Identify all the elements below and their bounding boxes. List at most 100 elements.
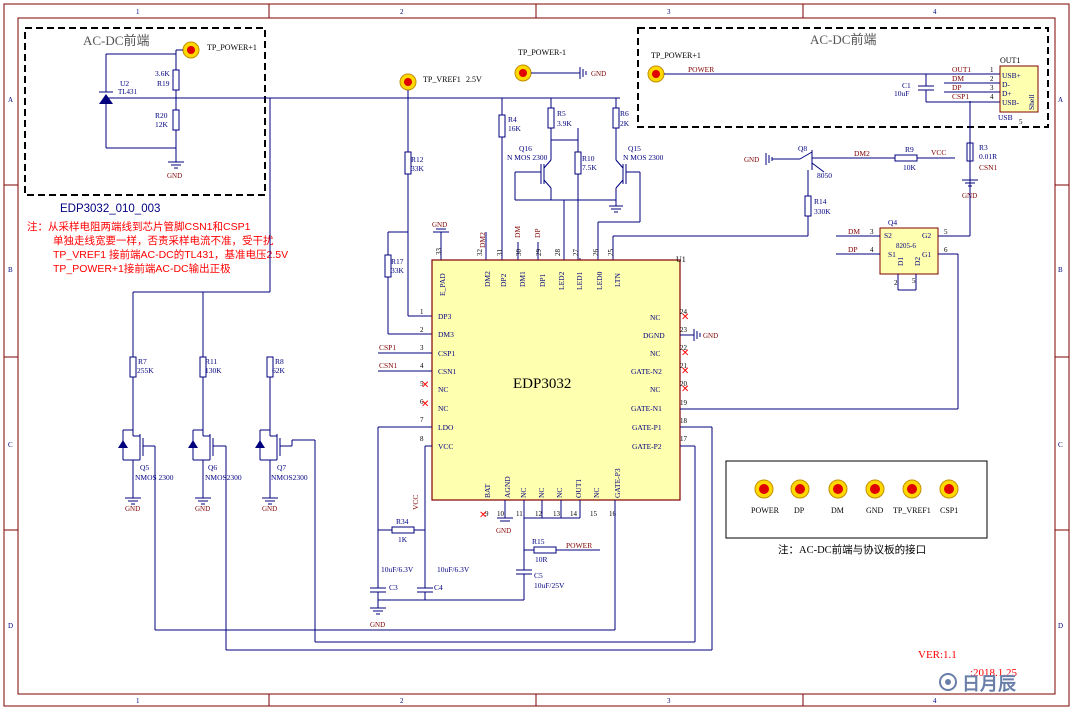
interface-panel: POWER DP DM GND TP_VREF1 CSP1 注：AC-DC前端与… <box>725 460 988 556</box>
col-label-2-bottom: 2 <box>400 697 404 705</box>
row-label-d-right: D <box>1058 622 1063 630</box>
pin-num-14: 14 <box>570 510 578 518</box>
resistor-r20 <box>172 109 180 131</box>
net-csp1-usb: CSP1 <box>952 92 969 101</box>
q7-ref: Q7 <box>277 463 286 472</box>
pin-nc-20: NC <box>650 385 660 394</box>
pin-num-19: 19 <box>680 399 688 407</box>
pin-num-28: 28 <box>554 249 562 257</box>
resistor-r10 <box>574 151 582 175</box>
resistor-r7 <box>129 356 137 378</box>
test-point-gnd[interactable]: GND <box>865 479 885 515</box>
pin-num-18: 18 <box>680 417 688 425</box>
resistor-r4 <box>498 114 506 138</box>
pin-num-11: 11 <box>516 510 523 518</box>
test-point-dp[interactable]: DP <box>790 479 810 515</box>
test-point-icon <box>833 484 843 494</box>
test-point-icon <box>944 484 954 494</box>
pin-e-pad: E_PAD <box>438 273 447 296</box>
no-connect-icon: ✕ <box>681 384 689 395</box>
tp-power-plus-label-right: TP_POWER+1 <box>651 51 701 60</box>
q7-value: NMOS2300 <box>271 473 308 482</box>
test-point-power[interactable]: POWER <box>751 479 780 515</box>
r14-value: 330K <box>814 207 831 216</box>
tp-vref-value: 2.5V <box>466 75 482 84</box>
r15-ref: R15 <box>532 537 545 546</box>
pin-num-26: 26 <box>592 249 600 257</box>
gnd-label-q7: GND <box>262 505 277 513</box>
col-label-2: 2 <box>400 8 404 16</box>
watermark-text: 日月辰 <box>962 674 1016 695</box>
resistor-r9 <box>894 154 918 162</box>
note-line-4: TP_POWER+1接前端AC-DC输出正极 <box>53 262 231 275</box>
q4-num-2: 2 <box>894 279 898 287</box>
r8-ref: R8 <box>275 357 284 366</box>
pin-num-7: 7 <box>420 416 424 424</box>
test-point-dm[interactable]: DM <box>828 479 848 515</box>
pin-num-12: 12 <box>535 510 543 518</box>
pin-num-21: 21 <box>680 362 688 370</box>
note-line-2: 单独走线宽要一样，否责采样电流不准，受干扰 <box>53 234 274 247</box>
pin-nc-13: NC <box>555 488 564 498</box>
q4-pin-g2: G2 <box>922 231 931 240</box>
pin-num-6: 6 <box>420 398 424 406</box>
test-point-icon <box>870 484 880 494</box>
ic-edp3032: EDP3032 U1 33 E_PAD 32 DM2 31 DP2 30 DM1… <box>378 248 959 650</box>
r3-ref: R3 <box>979 143 988 152</box>
r3-value: 0.01R <box>979 152 997 161</box>
r7-ref: R7 <box>138 357 147 366</box>
usb-footprint: USB <box>998 113 1013 122</box>
col-label-4: 4 <box>933 8 937 16</box>
pin-num-13: 13 <box>553 510 561 518</box>
pin-num-22: 22 <box>680 344 688 352</box>
tp-power-minus-label: TP_POWER-1 <box>518 48 566 57</box>
col-label-4-bottom: 4 <box>933 697 937 705</box>
pin-num-32: 32 <box>476 249 484 257</box>
q4-num-5b: 5 <box>912 277 916 285</box>
resistor-r5 <box>547 107 555 129</box>
r6-ref: R6 <box>620 109 629 118</box>
test-point-label: TP_VREF1 <box>893 506 931 515</box>
pin-num-20: 20 <box>680 380 688 388</box>
gnd-label-c3: GND <box>370 621 385 629</box>
net-out1: OUT1 <box>952 65 971 74</box>
u2-value: TL431 <box>118 88 138 96</box>
usb-pin-2: 2 <box>990 75 994 83</box>
q8-circuit: GND Q8 8050 DM2 R9 10K VCC R14 330K <box>744 144 955 236</box>
q6-value: NMOS2300 <box>205 473 242 482</box>
row-label-a-right: A <box>1058 96 1063 104</box>
q4-num-3: 3 <box>870 228 874 236</box>
q4-num-5: 5 <box>944 228 948 236</box>
pin-dp2: DP2 <box>499 273 508 287</box>
r4-ref: R4 <box>508 115 517 124</box>
pin-dm3: DM3 <box>438 330 454 339</box>
test-point-csp1[interactable]: CSP1 <box>939 479 959 515</box>
date-label: :2018.1.25 <box>970 667 1018 679</box>
no-connect-icon: ✕ <box>421 380 429 391</box>
pin-num-30: 30 <box>515 249 523 257</box>
test-point-vref[interactable]: TP_VREF1 <box>893 479 931 515</box>
r11-ref: R11 <box>205 357 217 366</box>
pin-num-33: 33 <box>435 248 443 256</box>
pin-csn1: CSN1 <box>438 367 457 376</box>
net-power-top: POWER <box>688 65 714 74</box>
pin-gate-p1: GATE-P1 <box>632 423 662 432</box>
test-point-label: GND <box>866 506 884 515</box>
left-block-title: AC-DC前端 <box>83 33 149 48</box>
pin-out1: OUT1 <box>574 479 583 498</box>
c1-value: 10uF <box>894 89 909 98</box>
usb-label-shell: Shell <box>1027 95 1036 110</box>
q4-num-4: 4 <box>870 246 874 254</box>
r20-ref: R20 <box>155 111 168 120</box>
c4-value: 10uF/6.3V <box>437 565 470 574</box>
pin-led0: LED0 <box>595 271 604 290</box>
net-dm-usb: DM <box>952 74 964 83</box>
q4-value: 8205-6 <box>896 242 916 250</box>
pin-num-31: 31 <box>496 249 504 257</box>
no-connect-icon: ✕ <box>681 348 689 359</box>
usb-label-usbm: USB- <box>1002 98 1020 107</box>
r8-value: 62K <box>272 366 286 375</box>
r19-ref: R19 <box>157 79 170 88</box>
net-dm2-q8: DM2 <box>854 149 870 158</box>
